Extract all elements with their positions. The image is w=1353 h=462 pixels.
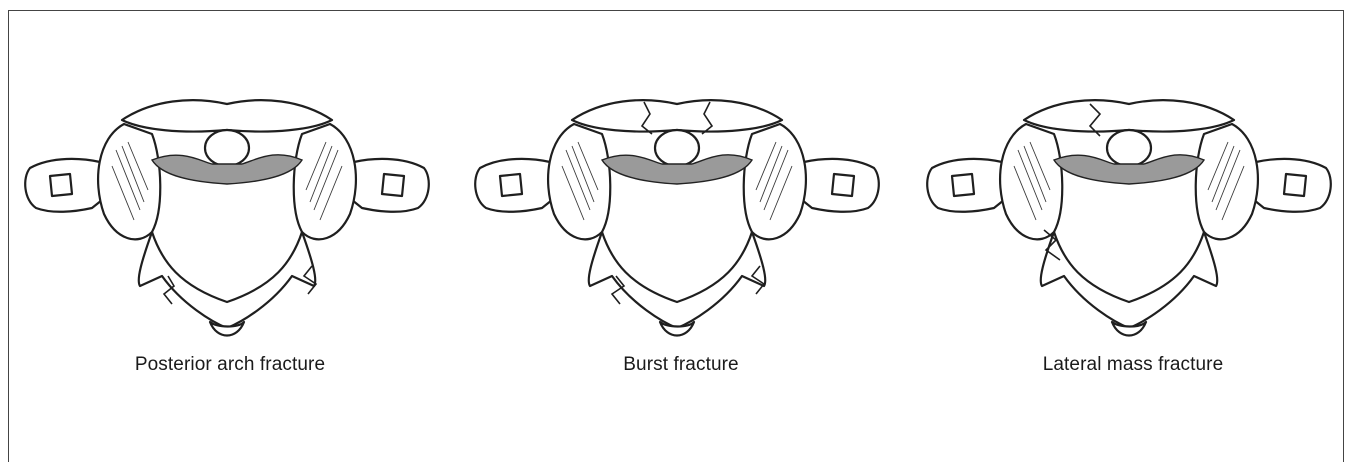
panel-burst [462,90,892,390]
caption-posterior-arch: Posterior arch fracture [65,354,395,376]
panel-posterior-arch [12,90,442,390]
atlas-illustration-burst [462,90,892,360]
caption-burst: Burst fracture [516,354,846,376]
caption-lateral-mass: Lateral mass fracture [968,354,1298,376]
panel-lateral-mass [914,90,1344,390]
atlas-illustration-lateral-mass [914,90,1344,360]
atlas-illustration-posterior-arch [12,90,442,360]
